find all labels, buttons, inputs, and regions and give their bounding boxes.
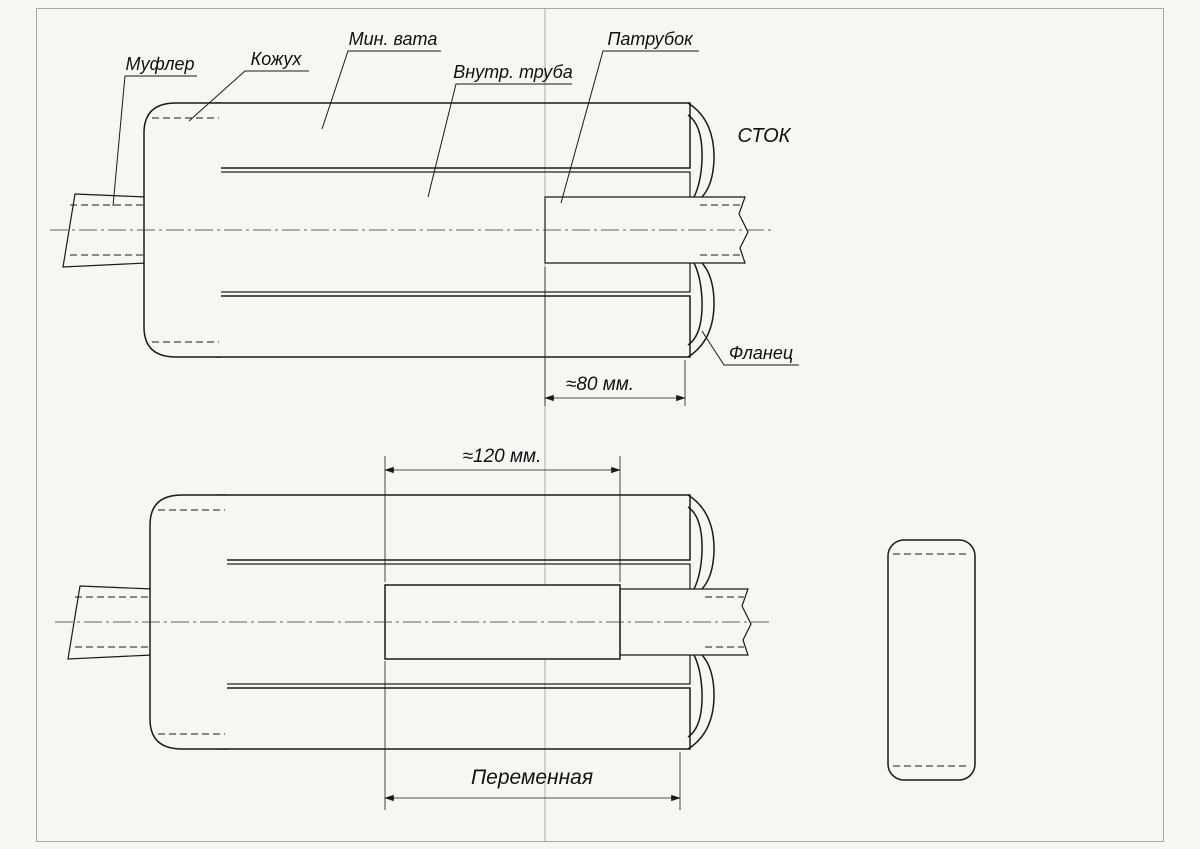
flange-profile [687, 494, 715, 750]
label-mineral-wool: Мин. вата [349, 29, 438, 49]
label-casing: Кожух [251, 49, 303, 69]
dimension-120mm: ≈120 мм. [384, 446, 621, 582]
flange-profile [687, 102, 715, 358]
dimension-80mm: ≈80 мм. [544, 267, 686, 406]
dimension-80mm-text: ≈80 мм. [566, 374, 634, 395]
label-muffler: Муфлер [125, 54, 194, 74]
mineral-wool-bottom [216, 687, 691, 750]
dimension-120mm-text: ≈120 мм. [463, 446, 542, 467]
dimension-variable-text: Переменная [471, 766, 593, 789]
callout-leaders-top [112, 50, 799, 366]
label-flow: СТОК [738, 125, 792, 147]
label-inner-pipe: Внутр. труба [453, 62, 572, 82]
branch-pipe [619, 588, 752, 656]
dimension-variable: Переменная [384, 661, 681, 810]
mineral-wool-top [216, 494, 691, 561]
mineral-wool-top [216, 102, 691, 169]
bottom-assembly-view: ≈120 мм. Переменная [55, 446, 772, 810]
label-flange: Фланец [729, 343, 793, 363]
top-assembly-view: ≈80 мм. Муфлер Кожух Мин. вата Внутр. тр… [50, 29, 799, 406]
mineral-wool-bottom [216, 295, 691, 358]
page-frame [36, 8, 1164, 842]
label-branch-pipe: Патрубок [607, 29, 694, 49]
perforated-tube-detail [887, 539, 976, 781]
